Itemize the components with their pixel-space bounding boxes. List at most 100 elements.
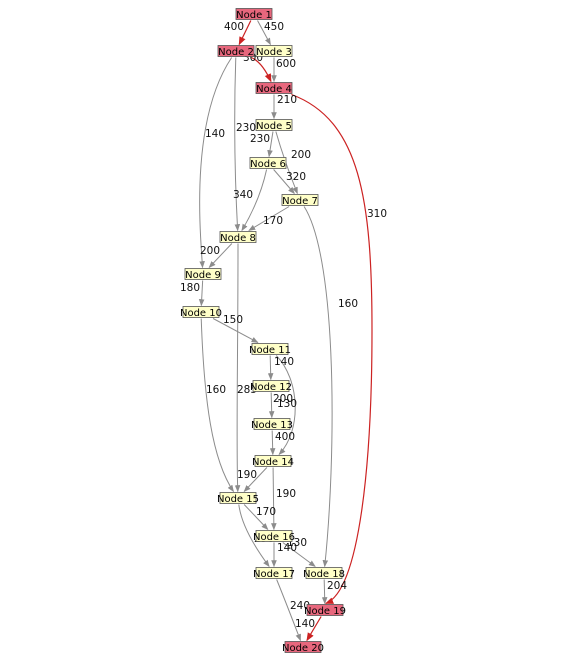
- edge-n2-n8: [234, 57, 241, 232]
- edges-layer: [198, 20, 373, 642]
- edge-weight-label-n2-n9: 140: [205, 128, 225, 140]
- node-n2[interactable]: Node 2: [217, 45, 255, 58]
- edge-n7-n8: [248, 206, 290, 231]
- node-label: Node 2: [218, 47, 254, 58]
- node-n19[interactable]: Node 19: [304, 604, 346, 617]
- edge-weight-label-n14-n16: 190: [276, 488, 296, 500]
- edge-weight-label-n6-n7: 320: [286, 171, 306, 183]
- edge-n6-n8: [241, 169, 268, 232]
- edge-n19-n20: [306, 616, 322, 642]
- node-box: [251, 343, 289, 355]
- edge-n9-n10: [198, 280, 205, 307]
- edge-weight-label-n12-n13: 200: [273, 393, 293, 405]
- edge-weight-label-n16-n17: 140: [277, 542, 297, 554]
- node-box: [305, 567, 343, 579]
- node-n17[interactable]: Node 17: [253, 567, 295, 580]
- edge-weight-label-n18-n19: 204: [327, 580, 347, 592]
- node-n12[interactable]: Node 12: [250, 380, 292, 393]
- edge-n11-n14: [275, 355, 296, 456]
- edge-n12-n13: [268, 392, 275, 419]
- node-n16[interactable]: Node 16: [253, 530, 295, 543]
- node-box: [255, 45, 293, 57]
- edge-n15-n17: [238, 504, 270, 568]
- node-label: Node 5: [256, 121, 292, 132]
- edge-weight-label-n4-n19: 310: [367, 208, 387, 220]
- edge-weight-label-n2-n8: 230: [236, 122, 256, 134]
- edge-n14-n16: [271, 467, 277, 531]
- edge-weight-label-n7-n18: 160: [338, 298, 358, 310]
- edge-weight-label-n5-n6: 230: [250, 133, 270, 145]
- node-label: Node 3: [256, 47, 292, 58]
- edge-weight-label-n10-n11: 150: [223, 314, 243, 326]
- edge-weight-label-n8-n15: 285: [237, 384, 257, 396]
- edge-weight-label-n4-n5: 210: [277, 94, 297, 106]
- node-box: [281, 194, 319, 206]
- edge-n16-n18: [282, 542, 316, 567]
- edge-n18-n19: [321, 579, 328, 605]
- node-n5[interactable]: Node 5: [255, 119, 293, 132]
- edge-weight-label-n1-n2: 400: [224, 21, 244, 33]
- node-box: [249, 157, 287, 169]
- node-n15[interactable]: Node 15: [217, 492, 259, 505]
- node-box: [252, 380, 290, 392]
- edge-weight-label-n1-n3: 450: [264, 21, 284, 33]
- node-box: [306, 604, 344, 616]
- node-box: [254, 455, 292, 467]
- node-n8[interactable]: Node 8: [219, 231, 257, 244]
- edge-weight-label-n9-n10: 180: [180, 282, 200, 294]
- edge-n2-n9: [199, 57, 233, 269]
- node-n11[interactable]: Node 11: [249, 343, 291, 356]
- node-box: [284, 641, 322, 653]
- edge-weight-label-n7-n8: 170: [263, 215, 283, 227]
- node-n3[interactable]: Node 3: [255, 45, 293, 58]
- edge-n10-n15: [200, 318, 234, 493]
- edge-n7-n18: [303, 206, 333, 568]
- edge-n1-n3: [257, 20, 271, 46]
- edge-n17-n20: [276, 579, 301, 642]
- node-label: Node 11: [249, 345, 291, 356]
- node-label: Node 10: [180, 308, 222, 319]
- node-box: [184, 268, 222, 280]
- edge-n14-n15: [243, 467, 268, 493]
- edge-weight-label-n11-n14: 130: [277, 398, 297, 410]
- edge-weight-label-n8-n9: 200: [200, 245, 220, 257]
- node-label: Node 6: [250, 159, 286, 170]
- node-n4[interactable]: Node 4: [255, 82, 293, 95]
- node-n7[interactable]: Node 7: [281, 194, 319, 207]
- node-label: Node 20: [282, 643, 324, 654]
- node-n14[interactable]: Node 14: [252, 455, 294, 468]
- node-box: [235, 8, 273, 20]
- node-box: [255, 82, 293, 94]
- node-label: Node 14: [252, 457, 294, 468]
- edge-weight-label-n17-n20: 240: [290, 600, 310, 612]
- edge-weight-label-n13-n14: 400: [275, 431, 295, 443]
- node-n6[interactable]: Node 6: [249, 157, 287, 170]
- edge-n10-n11: [212, 318, 259, 343]
- edge-weight-label-n10-n15: 160: [206, 384, 226, 396]
- edge-weight-label-n11-n12: 140: [274, 356, 294, 368]
- edge-n6-n7: [273, 169, 295, 195]
- node-label: Node 4: [256, 84, 292, 95]
- node-n18[interactable]: Node 18: [303, 567, 345, 580]
- node-label: Node 12: [250, 382, 292, 393]
- node-box: [219, 231, 257, 243]
- edge-n5-n6: [267, 131, 274, 158]
- edge-weight-label-n14-n15: 190: [237, 469, 257, 481]
- node-label: Node 17: [253, 569, 295, 580]
- node-label: Node 9: [185, 270, 221, 281]
- edge-n15-n16: [243, 504, 269, 531]
- node-n13[interactable]: Node 13: [251, 418, 293, 431]
- node-label: Node 15: [217, 494, 259, 505]
- edge-weight-label-n19-n20: 140: [295, 618, 315, 630]
- node-n9[interactable]: Node 9: [184, 268, 222, 281]
- node-label: Node 16: [253, 532, 295, 543]
- node-box: [255, 530, 293, 542]
- edge-weight-label-n5-n7: 200: [291, 149, 311, 161]
- node-n10[interactable]: Node 10: [180, 306, 222, 319]
- node-n1[interactable]: Node 1: [235, 8, 273, 21]
- node-n20[interactable]: Node 20: [282, 641, 324, 654]
- node-label: Node 19: [304, 606, 346, 617]
